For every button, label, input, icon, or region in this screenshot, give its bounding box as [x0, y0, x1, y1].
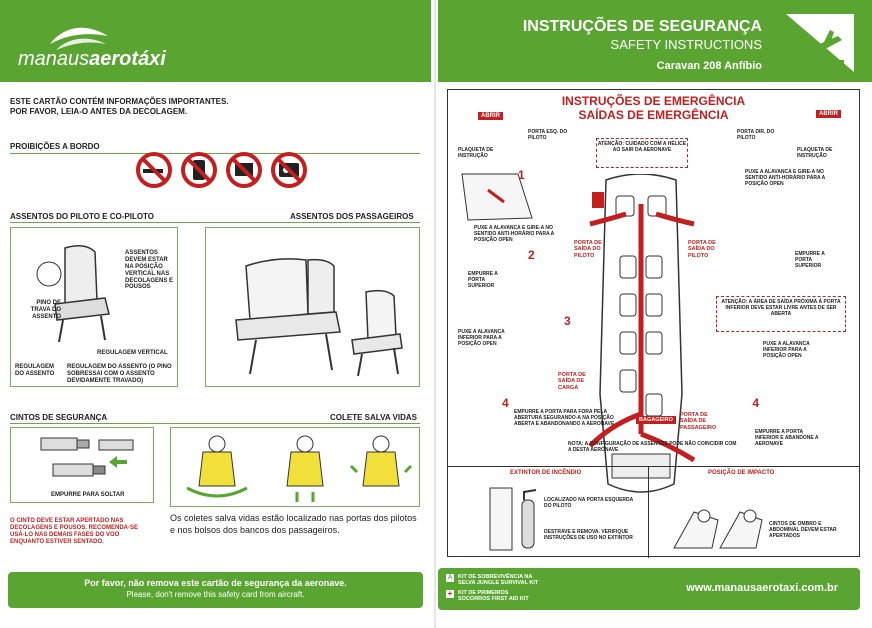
abrir-badge-2: ABRIR [816, 110, 841, 118]
left-pilot-door: PORTA ESQ. DO PILOTO [528, 129, 568, 141]
first-aid-kit-label: KIT DE PRIMEIROS SOCORROS FIRST AID KIT [458, 590, 529, 603]
emergency-panel: INSTRUÇÕES DE EMERGÊNCIA SAÍDAS DE EMERG… [447, 89, 860, 558]
pilot-seat-title: ASSENTOS DO PILOTO E CO-PILOTO [10, 212, 155, 221]
impact-title: POSIÇÃO DE IMPACTO [708, 470, 775, 476]
left-footer-bar: Por favor, não remova este cartão de seg… [8, 572, 423, 608]
brand-name-bold: aerotáxi [89, 48, 166, 70]
kit-b-row: + KIT DE PRIMEIROS SOCORROS FIRST AID KI… [446, 590, 540, 602]
pull-lever-left: PUXE A ALAVANCA E GIRE-A NO SENTIDO ANTI… [474, 225, 554, 243]
prohibitions-title: PROIBIÇÕES A BORDO [10, 142, 420, 154]
pull-lower-lever-right: PUXE A ALAVANCA INFERIOR PARA A POSIÇÃO … [763, 341, 810, 359]
intro-line-2: POR FAVOR, LEIA-O ANTES DA DECOLAGEM. [10, 107, 188, 117]
lower-divider [448, 466, 859, 467]
jungle-kit-label: KIT DE SOBREVIVÊNCIA NA SELVA JUNGLE SUR… [458, 574, 539, 587]
instruction-plate-left: PLAQUETA DE INSTRUÇÃO [458, 147, 494, 159]
abrir-badge-1: ABRIR [478, 112, 503, 120]
pax-exit-door: PORTA DE SAÍDA DE PASSAGEIRO [680, 412, 717, 431]
no-smoking-icon [136, 152, 172, 188]
lower-split [648, 466, 649, 558]
pilot-seat-panel: ASSENTOS DEVEM ESTAR NA POSIÇÃO VERTICAL… [10, 227, 178, 387]
seat-note-adjust-pin: REGULAGEM DO ASSENTO (O PINO SOBRESSAI C… [67, 364, 172, 384]
step-number-2: 2 [528, 248, 535, 262]
extinguisher-instructions: DESTRAVE E REMOVA. VERIFIQUE INSTRUÇÕES … [544, 529, 633, 541]
brand-name-light: manaus [18, 48, 90, 70]
pilot-seat-illustration [36, 245, 110, 343]
exits-title: SAÍDAS DE EMERGÊNCIA [578, 108, 729, 122]
life-vest-title: COLETE SALVA VIDAS [330, 413, 417, 422]
intro-line-1: ESTE CARTÃO CONTÉM INFORMAÇÕES IMPORTANT… [10, 97, 229, 106]
pull-lever-right: PUXE A ALAVANCA E GIRE-A NO SENTIDO ANTI… [745, 169, 825, 187]
card-fold [434, 0, 436, 628]
seat-note-pin: PINO DE TRAVA DO ASSENTO [30, 300, 61, 320]
no-phone-icon [181, 152, 217, 188]
website-link[interactable]: www.manausaerotaxi.com.br [686, 582, 838, 594]
step-number-4: 4 [502, 396, 509, 410]
takeoff-plane-icon [786, 14, 854, 72]
brace-position-illustration [673, 509, 763, 549]
belt-note: O CINTO DEVE ESTAR APERTADO NAS DECOLAGE… [10, 518, 139, 545]
push-lower-door: EMPURRE A PORTA INFERIOR E ABANDONE A AE… [755, 429, 819, 447]
seat-belts-title: CINTOS DE SEGURANÇA [10, 413, 108, 422]
emergency-title: INSTRUÇÕES DE EMERGÊNCIA [561, 94, 746, 108]
area-warning: ATENÇÃO: A ÁREA DE SAÍDA PRÓXIMA À PORTA… [716, 296, 846, 332]
life-vest-illustration [186, 435, 413, 502]
propeller-warning-text: ATENÇÃO: CUIDADO COM A HÉLICE AO SAIR DA… [597, 141, 687, 153]
intro-text: ESTE CARTÃO CONTÉM INFORMAÇÕES IMPORTANT… [10, 97, 229, 118]
push-upper-door-right: EMPURRE A PORTA SUPERIOR [795, 251, 825, 269]
seat-note-upright: ASSENTOS DEVEM ESTAR NA POSIÇÃO VERTICAL… [125, 250, 174, 291]
pax-seat-panel [205, 227, 420, 387]
belt-caption: EMPURRE PARA SOLTAR [51, 492, 125, 498]
step-number-4-right: 4 [752, 396, 759, 410]
push-door-out: EMPURRE A PORTA PARA FORA PELA ABERTURA … [514, 409, 615, 427]
footer-en: Please, don't remove this safety card fr… [126, 590, 305, 599]
belts-divider [10, 423, 420, 424]
impact-note: CINTOS DE OMBRO E ABDOMINAL DEVEM ESTAR … [769, 521, 837, 539]
seat-note-vertical: REGULAGEM VERTICAL [97, 350, 168, 356]
header-aircraft: Caravan 208 Anfíbio [656, 60, 762, 72]
extinguisher-location: LOCALIZADO NA PORTA ESQUERDA DO PILOTO [544, 497, 634, 509]
right-pilot-door: PORTA DIR. DO PILOTO [737, 129, 775, 141]
baggage-badge: BAGAGEIRO [636, 416, 676, 424]
pilot-exit-door-right: PORTA DE SAÍDA DO PILOTO [688, 240, 716, 259]
instruction-plate-right: PLAQUETA DE INSTRUÇÃO [797, 147, 833, 159]
pax-seat-title: ASSENTOS DOS PASSAGEIROS [290, 212, 414, 221]
step-number-3: 3 [564, 314, 571, 328]
propeller-warning: ATENÇÃO: CUIDADO COM A HÉLICE AO SAIR DA… [596, 138, 688, 168]
left-header-bar: manausaerotáxi [0, 0, 431, 82]
fire-extinguisher-icon [489, 487, 537, 551]
pilot-exit-door-left: PORTA DE SAÍDA DO PILOTO [574, 240, 602, 259]
seat-config-note: NOTA: A CONFIGURAÇÃO DE ASSENTOS PODE NÃ… [568, 441, 737, 453]
step-number-1: 1 [518, 168, 525, 182]
seats-divider [10, 222, 420, 223]
seat-belt-panel: EMPURRE PARA SOLTAR [10, 427, 154, 503]
footer-pt: Por favor, não remova este cartão de seg… [84, 578, 347, 588]
no-radio-icon [271, 152, 307, 188]
prohibition-icons [134, 150, 310, 190]
seat-belt-illustration [40, 437, 134, 477]
pax-seats-illustration [235, 258, 403, 377]
right-footer-bar: A KIT DE SOBREVIVÊNCIA NA SELVA JUNGLE S… [438, 568, 860, 610]
kit-a-row: A KIT DE SOBREVIVÊNCIA NA SELVA JUNGLE S… [446, 574, 540, 586]
pull-lower-lever-left: PUXE A ALAVANCA INFERIOR PARA A POSIÇÃO … [458, 329, 505, 347]
area-warning-text: ATENÇÃO: A ÁREA DE SAÍDA PRÓXIMA À PORTA… [721, 299, 841, 317]
pilot-door-illustration [461, 173, 533, 221]
no-electronics-icon [226, 152, 262, 188]
aircraft-floor-plan [588, 174, 696, 493]
jungle-kit-icon: A [446, 574, 454, 582]
header-subtitle: SAFETY INSTRUCTIONS [610, 37, 762, 52]
push-upper-door-left: EMPURRE A PORTA SUPERIOR [468, 271, 498, 289]
brand-swoosh-icon [50, 27, 108, 50]
life-vest-panel [170, 427, 420, 507]
right-header-bar: INSTRUÇÕES DE SEGURANÇA SAFETY INSTRUCTI… [438, 0, 872, 82]
brand-logo: manausaerotáxi [18, 48, 166, 71]
first-aid-kit-icon: + [446, 589, 454, 598]
vest-note: Os coletes salva vidas estão localizado … [170, 513, 417, 535]
extinguisher-title: EXTINTOR DE INCÊNDIO [510, 470, 582, 476]
header-title: INSTRUÇÕES DE SEGURANÇA [522, 18, 762, 35]
seat-note-adjust: REGULAGEM DO ASSENTO [15, 364, 55, 377]
cargo-exit-door: PORTA DE SAÍDA DE CARGA [558, 372, 586, 391]
